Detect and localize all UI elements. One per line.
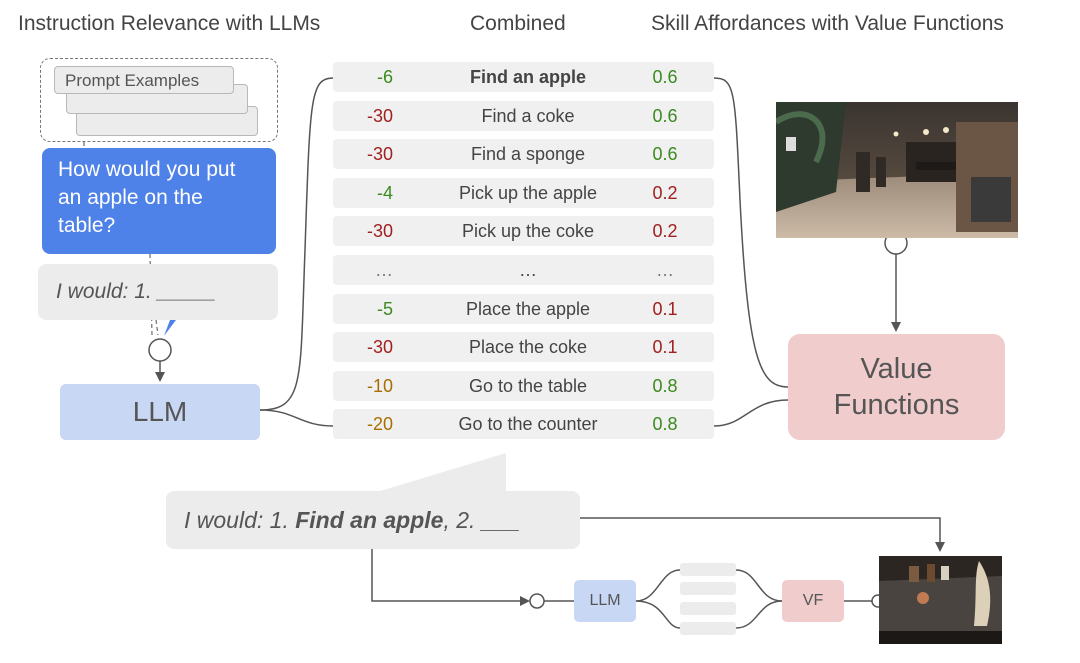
skill-label: Find a sponge xyxy=(470,144,586,165)
table-photo xyxy=(879,556,1002,644)
vf-score: 0.2 xyxy=(652,182,678,203)
vf-score: … xyxy=(656,260,674,280)
question-line-2: an apple on the xyxy=(58,186,203,209)
vf-score: 0.8 xyxy=(652,375,678,396)
answer2-pointer xyxy=(380,453,506,491)
value-functions-line-1: Value xyxy=(860,353,933,385)
llm-score: -30 xyxy=(366,144,393,165)
answer-first: I would: 1. _____ xyxy=(38,264,278,320)
llm-score: -30 xyxy=(366,221,393,242)
answer2-to-photo xyxy=(580,517,945,552)
skill-label: Find an apple xyxy=(469,67,586,87)
skill-label: Place the apple xyxy=(465,298,591,319)
llm-bracket-bottom xyxy=(259,409,334,427)
vf-score: 0.6 xyxy=(652,105,678,126)
vf-score: 0.2 xyxy=(652,221,678,242)
header-combined: Combined xyxy=(470,12,566,35)
table-row: -20 Go to the counter 0.8 xyxy=(333,409,714,440)
small-llm-fan xyxy=(635,569,783,629)
skill-label: Place the coke xyxy=(468,337,588,358)
table-row: -30 Place the coke 0.1 xyxy=(333,332,714,363)
llm-score: -4 xyxy=(376,182,393,203)
table-row: -5 Place the apple 0.1 xyxy=(333,293,714,324)
llm-bracket-top xyxy=(259,77,334,411)
prompt-examples-card: Prompt Examples xyxy=(54,66,234,94)
llm-score: -5 xyxy=(376,298,393,319)
vf-score: 0.8 xyxy=(652,414,678,435)
table-row: -30 Find a sponge 0.6 xyxy=(333,139,714,170)
llm-box: LLM xyxy=(60,384,260,440)
mini-row xyxy=(680,602,736,615)
table-row: -30 Find a coke 0.6 xyxy=(333,100,714,131)
question-line-1: How would you put xyxy=(58,158,236,181)
llm-score: -20 xyxy=(366,414,393,435)
value-functions-box: Value Functions xyxy=(788,334,1005,440)
skill-label: … xyxy=(519,260,537,280)
value-functions-line-2: Functions xyxy=(833,389,960,421)
answer2-to-llm xyxy=(371,549,530,606)
table-row: -6 Find an apple 0.6 xyxy=(333,62,714,92)
vf-bracket-top xyxy=(713,77,789,388)
answer-second-bold: Find an apple xyxy=(295,507,444,533)
mini-row xyxy=(680,563,736,576)
skill-label: Go to the table xyxy=(468,375,588,396)
table-row: … … … xyxy=(333,255,714,285)
question-line-3: table? xyxy=(58,214,116,237)
answer-tail xyxy=(164,320,176,336)
vf-bracket-bottom xyxy=(713,399,789,427)
vf-score: 0.6 xyxy=(652,144,678,165)
mini-row xyxy=(680,622,736,635)
skill-label: Pick up the apple xyxy=(458,182,598,203)
table-row: -10 Go to the table 0.8 xyxy=(333,370,714,401)
header-skill-affordances: Skill Affordances with Value Functions xyxy=(651,12,1004,35)
llm-score: -30 xyxy=(366,105,393,126)
small-vf-box: VF xyxy=(782,580,844,622)
llm-score: … xyxy=(375,260,393,280)
small-llm-node xyxy=(529,593,545,609)
prompt-examples-container xyxy=(40,58,278,142)
small-llm-box: LLM xyxy=(574,580,636,622)
table-row: -30 Pick up the coke 0.2 xyxy=(333,216,714,247)
skill-label: Pick up the coke xyxy=(461,221,595,242)
mini-row xyxy=(680,582,736,595)
prompt-to-llm-dashed xyxy=(83,142,159,336)
vf-score: 0.6 xyxy=(652,67,678,87)
llm-input-node xyxy=(148,338,172,362)
vf-score: 0.1 xyxy=(652,298,678,319)
skill-label: Find a coke xyxy=(481,105,575,126)
llm-score: -6 xyxy=(376,67,393,87)
scene-photo xyxy=(776,102,1018,238)
skill-label: Go to the counter xyxy=(458,414,598,435)
llm-score: -10 xyxy=(366,375,393,396)
header-instruction-relevance: Instruction Relevance with LLMs xyxy=(18,12,321,35)
answer-second-prefix: I would: 1. xyxy=(184,507,296,533)
llm-score: -30 xyxy=(366,337,393,358)
answer-second-suffix: , 2. ___ xyxy=(443,507,521,533)
vf-score: 0.1 xyxy=(652,337,678,358)
answer-second: I would: 1. Find an apple, 2. ___ xyxy=(166,491,580,549)
table-row: -4 Pick up the apple 0.2 xyxy=(333,177,714,208)
question-bubble: How would you put an apple on the table? xyxy=(42,148,276,254)
